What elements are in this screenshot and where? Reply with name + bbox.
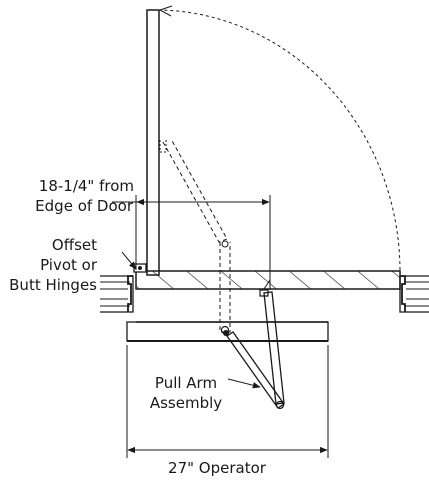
left-door-jamb bbox=[100, 275, 134, 313]
hinge-label-line3: Butt Hinges bbox=[9, 276, 97, 294]
arm-label-line2: Assembly bbox=[150, 394, 222, 412]
arm-label-line1: Pull Arm bbox=[155, 374, 217, 392]
arm-leader bbox=[227, 378, 261, 389]
operator-header bbox=[126, 321, 329, 342]
door-swing-arc bbox=[159, 9, 401, 271]
distance-label-line2: Edge of Door bbox=[35, 197, 134, 215]
hinge-label-line1: Offset bbox=[52, 236, 97, 254]
operator-label: 27" Operator bbox=[168, 459, 267, 477]
closed-door-hatched bbox=[135, 270, 401, 290]
distance-label-line1: 18-1/4" from bbox=[39, 177, 134, 195]
hinge-leader bbox=[121, 251, 137, 270]
hinge-label-line2: Pivot or bbox=[40, 256, 98, 274]
arm-linkage-open-dashed bbox=[159, 138, 231, 335]
operator-dimension bbox=[126, 345, 329, 458]
open-door-panel bbox=[146, 9, 160, 276]
distance-dimension bbox=[112, 195, 271, 290]
right-door-jamb bbox=[399, 275, 429, 313]
swing-arrow-head bbox=[158, 5, 173, 17]
pull-arm-assembly bbox=[223, 279, 285, 410]
